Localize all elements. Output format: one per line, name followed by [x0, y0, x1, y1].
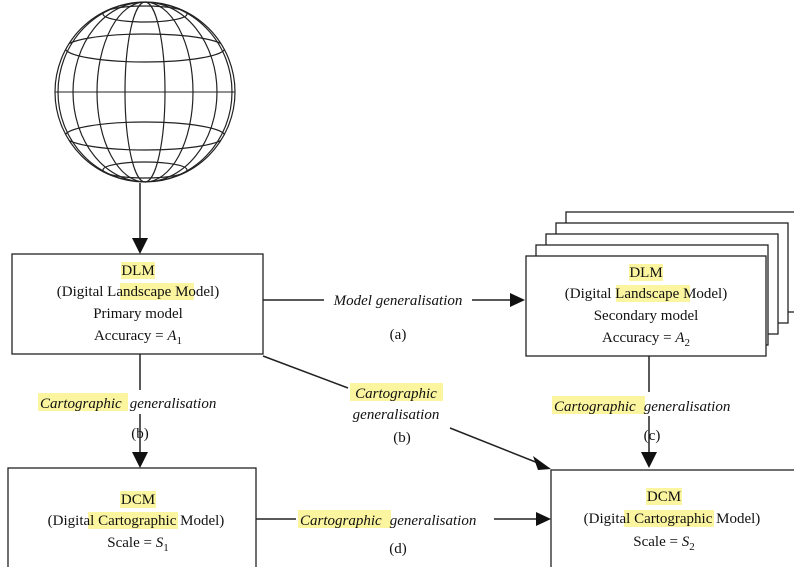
dlm-primary-abbr-text: DLM	[121, 263, 154, 279]
dlm-secondary-full: (Digital Landscape Model)	[565, 286, 727, 302]
dcm-right-abbr: DCM	[647, 489, 681, 505]
dlm-secondary-accuracy: Accuracy = A2	[602, 330, 690, 349]
dlm-primary-desc: Primary model	[93, 306, 183, 322]
dcm-right-scale: Scale = S2	[633, 534, 694, 553]
carto-diagonal-tag: (b)	[393, 430, 411, 446]
globe-icon	[54, 1, 236, 183]
model-generalisation-label: Model generalisation	[333, 293, 463, 309]
dlm-primary-accuracy: Accuracy = A1	[94, 328, 182, 347]
carto-diagonal-edge: Cartographic generalisation (b)	[262, 355, 551, 470]
dlm-secondary-stack: DLM (Digital Landscape Model) Secondary …	[525, 211, 794, 357]
dcm-left-box: DCM (Digital Cartographic Model) Scale =…	[7, 467, 257, 567]
dlm-secondary-abbr: DLM	[629, 265, 662, 281]
carto-diagonal-label-1: Cartographic	[355, 386, 437, 402]
dcm-left-scale: Scale = S1	[107, 535, 168, 554]
dcm-left-abbr: DCM	[121, 492, 155, 508]
carto-bottom-tag: (d)	[389, 541, 407, 557]
dlm-secondary-highlight	[616, 285, 690, 302]
dcm-right-full: (Digital Cartographic Model)	[584, 511, 761, 527]
globe-to-dlm-arrow	[132, 183, 148, 254]
model-generalisation-tag: (a)	[390, 327, 407, 343]
dlm-primary-highlight	[120, 283, 194, 300]
dcm-left-full: (Digital Cartographic Model)	[48, 513, 225, 529]
dcm-left-highlight	[88, 512, 178, 529]
dlm-primary-full: (Digital Landscape Model)	[57, 284, 219, 300]
dlm-primary-box: DLM (Digital Landscape Model) Primary mo…	[11, 253, 264, 355]
dcm-right-box: DCM (Digital Cartographic Model) Scale =…	[550, 469, 794, 567]
model-generalisation-edge: Model generalisation (a)	[263, 293, 525, 343]
carto-left-tag: (b)	[131, 426, 149, 442]
carto-right-tag: (c)	[644, 428, 661, 444]
dcm-right-highlight	[624, 510, 714, 527]
dlm-secondary-desc: Secondary model	[594, 308, 699, 324]
carto-diagonal-label-2: generalisation	[353, 407, 440, 423]
